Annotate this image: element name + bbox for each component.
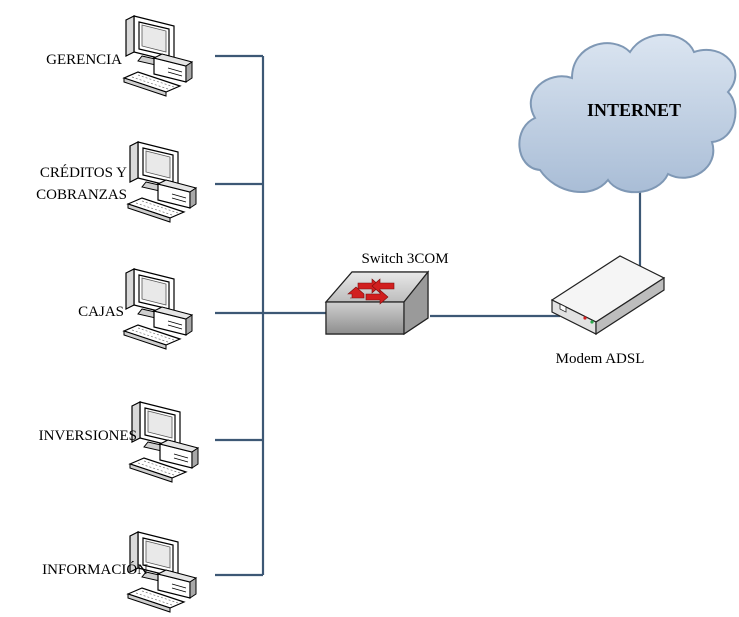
label-informacion: INFORMACIÓN	[42, 562, 148, 578]
computer-gerencia-icon	[123, 15, 193, 97]
label-creditos-line1: CRÉDITOS Y	[39, 165, 127, 181]
switch-icon	[324, 270, 430, 336]
label-modem: Modem ADSL	[555, 351, 645, 367]
computer-cajas-icon	[123, 268, 193, 350]
label-creditos-line2: COBRANZAS	[36, 187, 127, 203]
computer-creditos-icon	[127, 141, 197, 223]
label-switch: Switch 3COM	[361, 251, 449, 267]
label-inversiones: INVERSIONES	[38, 428, 137, 444]
internet-cloud-icon	[518, 33, 737, 194]
label-gerencia: GERENCIA	[46, 52, 122, 68]
label-internet: INTERNET	[586, 100, 682, 120]
modem-icon	[550, 255, 666, 336]
label-cajas: CAJAS	[78, 304, 124, 320]
computer-inversiones-icon	[129, 401, 199, 483]
